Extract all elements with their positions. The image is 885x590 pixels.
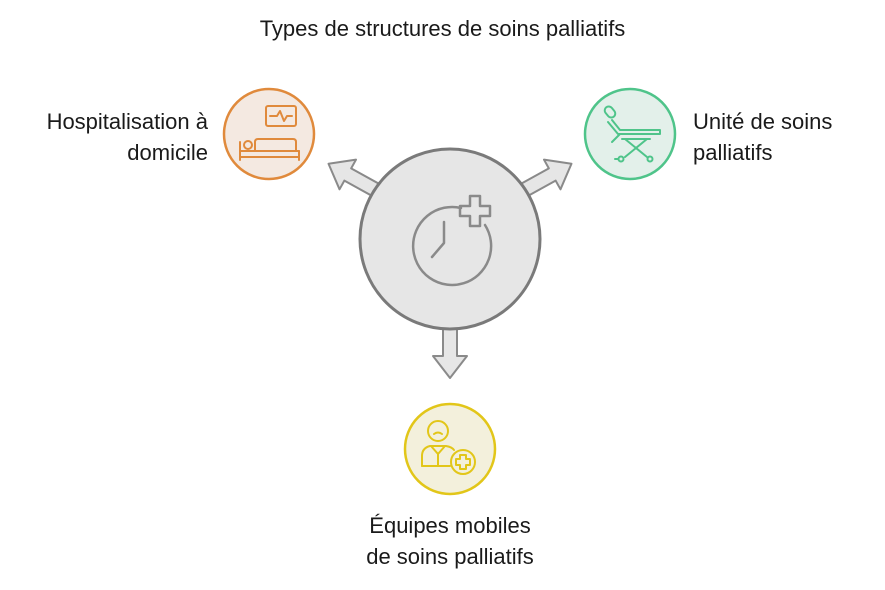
node-mobile: [403, 402, 497, 496]
node-label-line: Unité de soins: [693, 109, 833, 134]
bed-monitor-icon: [239, 105, 300, 161]
node-label-home: Hospitalisation à domicile: [47, 106, 208, 168]
node-label-line: domicile: [127, 140, 208, 165]
clock-plus-icon: [411, 194, 493, 287]
stretcher-icon: [603, 105, 661, 163]
node-label-mobile: Équipes mobiles de soins palliatifs: [0, 510, 885, 572]
medical-team-icon: [421, 420, 476, 475]
node-label-line: palliatifs: [693, 140, 773, 165]
diagram-title: Types de structures de soins palliatifs: [259, 16, 626, 41]
node-label-line: de soins palliatifs: [366, 544, 534, 569]
node-label-line: Hospitalisation à: [46, 109, 208, 134]
central-hub: [358, 147, 542, 331]
node-unit: [583, 87, 677, 181]
node-label-unit: Unité de soins palliatifs: [693, 106, 832, 168]
node-home: [222, 87, 316, 181]
node-label-line: Équipes mobiles: [369, 513, 531, 538]
